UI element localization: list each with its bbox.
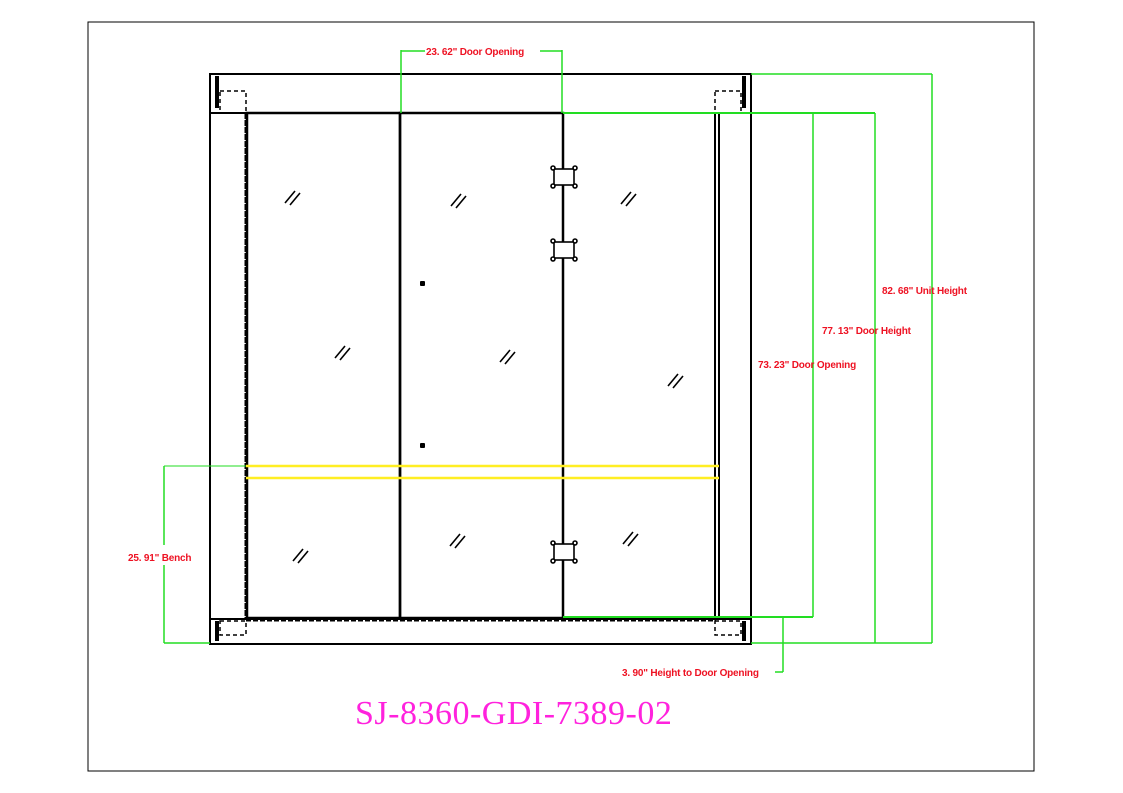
glass-mark-icon — [292, 548, 309, 564]
glass-mark-icon — [620, 191, 637, 207]
hinge-icon — [550, 165, 578, 189]
dim-height-to-door-opening: 3. 90" Height to Door Opening — [622, 668, 759, 679]
glass-panels — [245, 111, 720, 620]
part-number-title: SJ-8360-GDI-7389-02 — [355, 695, 672, 732]
glass-mark-icon — [284, 190, 301, 206]
glass-mark-icon — [334, 345, 351, 361]
hinge-icon — [550, 238, 578, 262]
dim-side-door-opening: 73. 23" Door Opening — [758, 360, 856, 371]
hinge-icon — [550, 540, 578, 564]
door-handles — [420, 281, 425, 448]
dimension-lines — [163, 50, 933, 673]
glass-mark-icon — [667, 373, 684, 389]
handle-icon — [420, 281, 425, 286]
glass-hatch-marks — [284, 190, 684, 564]
dim-door-height: 77. 13" Door Height — [822, 326, 912, 337]
hinges — [550, 165, 578, 564]
dim-unit-height: 82. 68" Unit Height — [882, 286, 968, 297]
left-fixed-panel — [245, 111, 402, 620]
glass-mark-icon — [499, 349, 516, 365]
handle-icon — [420, 443, 425, 448]
dim-bench: 25. 91" Bench — [128, 553, 191, 564]
sheet-border — [87, 21, 1035, 772]
dim-top-door-opening: 23. 62" Door Opening — [426, 47, 524, 58]
glass-mark-icon — [450, 193, 467, 209]
bench-lines — [246, 464, 719, 480]
center-door-panel — [398, 111, 565, 620]
unit-frame — [209, 73, 752, 645]
glass-mark-icon — [622, 531, 639, 547]
glass-mark-icon — [449, 533, 466, 549]
right-fixed-panel — [562, 112, 716, 619]
